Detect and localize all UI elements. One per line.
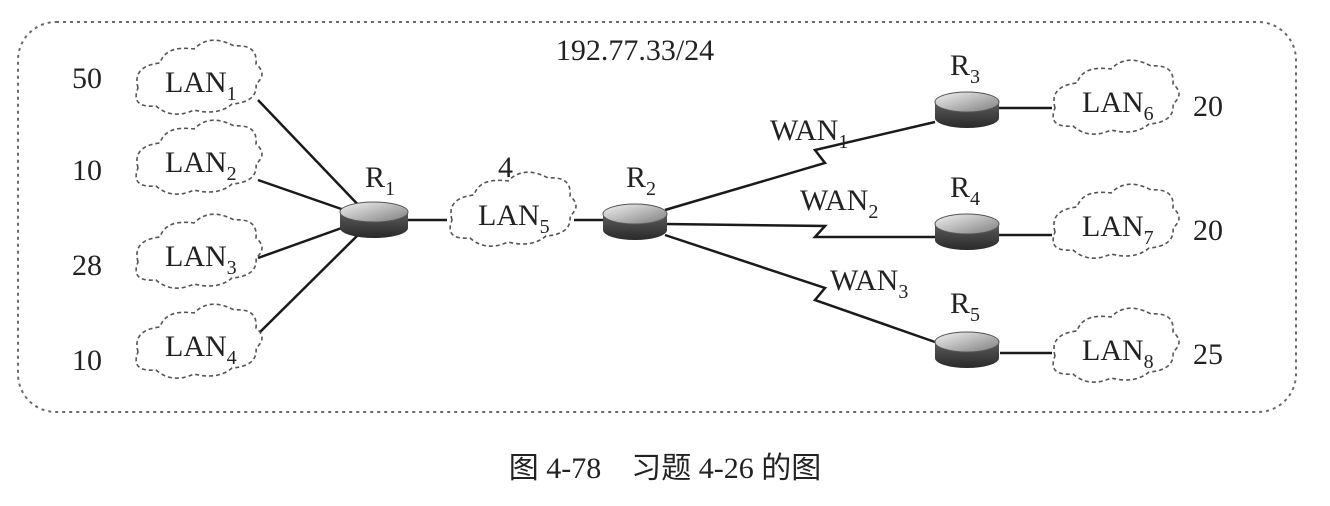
lan2-hosts: 10 [72,154,102,187]
r4-label: R4 [950,171,980,210]
link-lan1-r1 [257,99,366,213]
router-r2-icon [602,203,668,240]
link-wan2 [664,222,935,239]
lan5-label: LAN5 [478,199,550,238]
lan1-label: LAN1 [165,66,237,105]
lan3-label: LAN3 [165,240,237,279]
lan4-hosts: 10 [72,344,102,377]
r1-label: R1 [365,161,395,200]
network-boundary [17,21,1297,413]
r2-label: R2 [626,161,656,200]
r5-label: R5 [950,287,980,326]
figure-caption: 图 4-78 习题 4-26 的图 [509,452,821,485]
cloud-lan7 [1052,183,1180,259]
link-lan2-r1 [257,178,351,214]
router-r5-icon [934,331,1000,368]
lan7-label: LAN7 [1082,210,1154,249]
router-r1-icon [339,201,409,238]
r3-label: R3 [950,49,980,88]
lan1-hosts: 50 [72,62,102,95]
link-lan3-r1 [257,223,351,260]
lan4-label: LAN4 [165,330,237,369]
link-lan4-r1 [254,227,366,338]
router-r3-icon [934,91,1000,128]
router-r4-icon [934,213,1000,250]
lan2-label: LAN2 [165,146,237,185]
wan1-label: WAN1 [770,114,848,153]
cloud-lan3 [135,213,263,289]
link-wan1 [664,120,936,212]
lan6-hosts: 20 [1193,90,1223,123]
cloud-lan5 [449,171,577,247]
cloud-lan2 [135,119,263,195]
connections [254,99,1052,355]
lan8-label: LAN8 [1082,334,1154,373]
lan7-hosts: 20 [1193,214,1223,247]
wan2-label: WAN2 [800,184,878,223]
cloud-lan1 [135,39,263,115]
cloud-lan6 [1052,59,1180,135]
lan6-label: LAN6 [1082,86,1154,125]
lan3-hosts: 28 [72,249,102,282]
network-address-label: 192.77.33/24 [556,34,714,67]
cloud-lan8 [1052,307,1180,383]
lan8-hosts: 25 [1193,338,1223,371]
wan3-label: WAN3 [830,264,908,303]
cloud-lan4 [135,303,263,379]
lan5-hosts: 4 [498,151,513,184]
link-wan3 [664,233,936,344]
